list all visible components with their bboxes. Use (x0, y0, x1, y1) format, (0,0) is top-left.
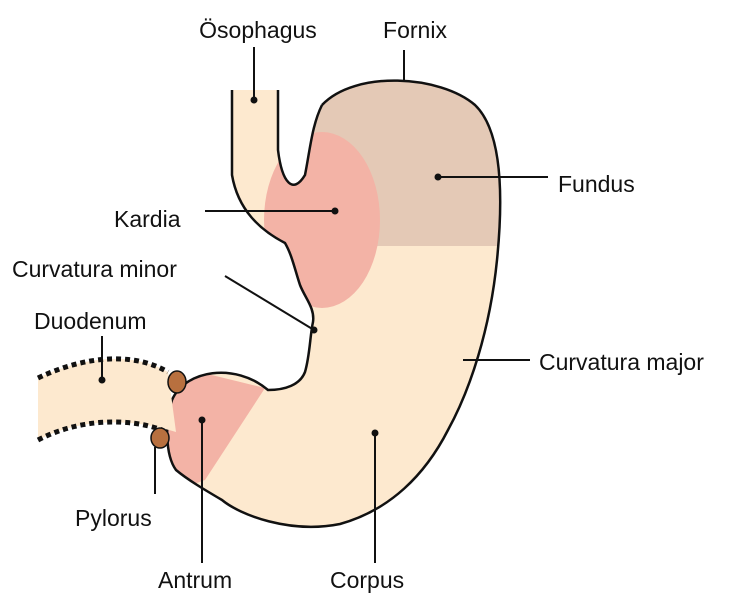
pylorus-lower-bulge (151, 428, 169, 448)
stomach-body (150, 60, 520, 527)
duodenum (38, 359, 186, 448)
leader-corpus-dot (373, 431, 378, 436)
cardia-region (264, 132, 380, 308)
label-antrum: Antrum (158, 567, 232, 593)
leader-antrum-dot (200, 418, 205, 423)
label-curvatura-minor: Curvatura minor (12, 256, 177, 282)
label-oesophagus: Ösophagus (199, 17, 317, 43)
leader-curvatura-minor-dot (312, 328, 317, 333)
label-corpus: Corpus (330, 567, 404, 593)
label-fornix: Fornix (383, 17, 447, 43)
leader-fundus-dot (436, 175, 441, 180)
label-duodenum: Duodenum (34, 308, 147, 334)
leader-oesophagus-dot (252, 98, 257, 103)
label-curvatura-major: Curvatura major (539, 349, 704, 375)
label-kardia: Kardia (114, 206, 181, 232)
label-fundus: Fundus (558, 171, 635, 197)
leader-kardia-dot (333, 209, 338, 214)
leader-duodenum-dot (100, 378, 105, 383)
pylorus-upper-bulge (168, 371, 186, 393)
label-pylorus: Pylorus (75, 505, 152, 531)
